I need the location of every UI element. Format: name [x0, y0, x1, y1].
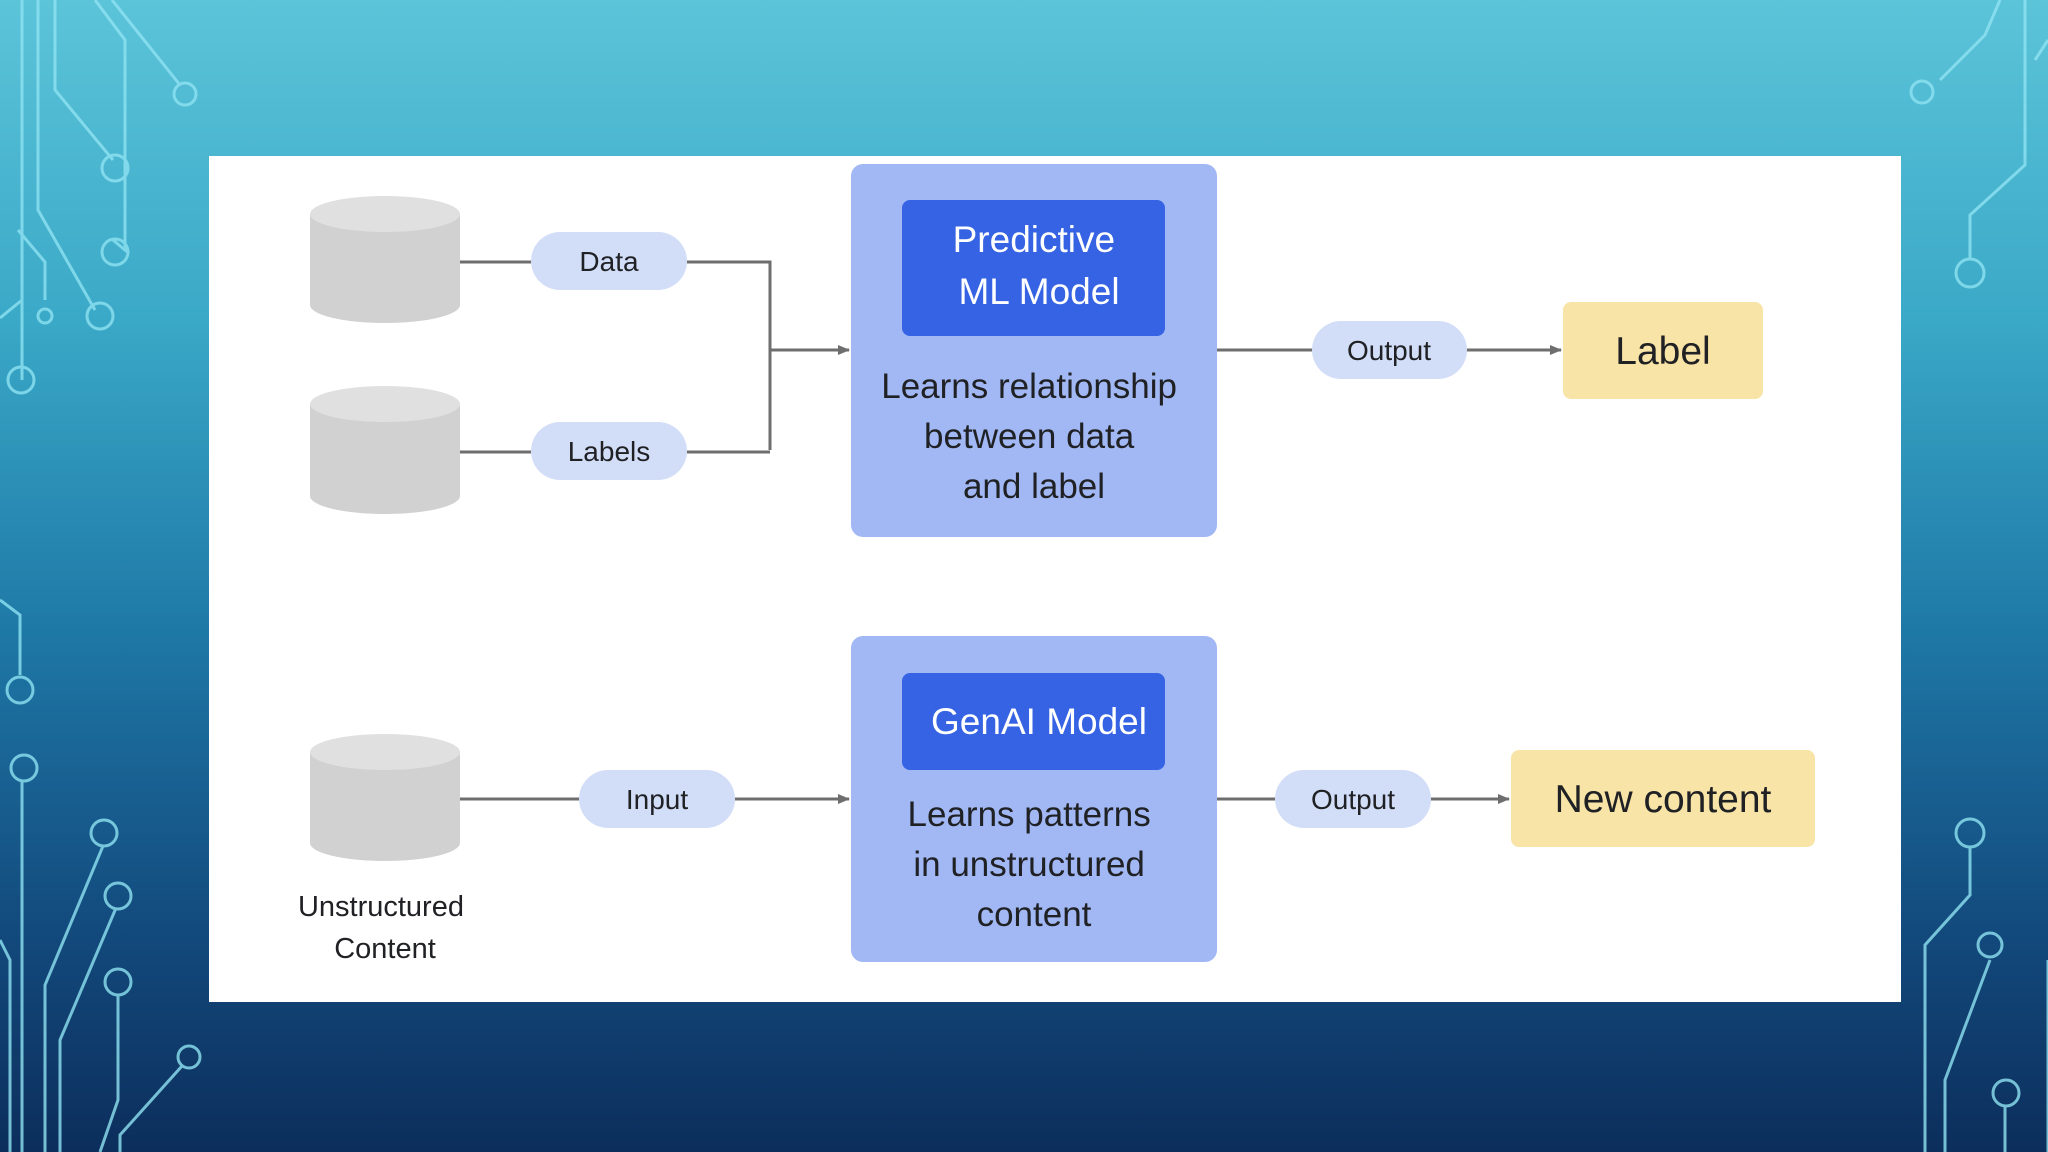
label-result-text: Label: [1615, 330, 1710, 373]
labels-pill: Labels: [531, 422, 687, 480]
predictive-ml-model-box: Predictive ML Model Learns relationship …: [851, 164, 1217, 537]
circuit-node: [5, 675, 35, 705]
connector-data-merge: [687, 260, 772, 450]
new-content-result-box: New content: [1511, 750, 1815, 847]
circuit-node: [1954, 817, 1986, 849]
ml-vs-genai-diagram: Data Labels Output Input Output Predicti…: [298, 164, 1815, 965]
bottom-output-pill-label: Output: [1311, 784, 1395, 815]
input-pill: Input: [579, 770, 735, 828]
circuit-trace: [53, 0, 115, 161]
genai-model-box: GenAI Model Learns patterns in unstructu…: [851, 636, 1217, 962]
unstructured-content-caption: Unstructured Content: [298, 891, 472, 965]
circuit-node: [176, 1044, 202, 1070]
labels-pill-label: Labels: [568, 436, 651, 467]
diagram-card: Data Labels Output Input Output Predicti…: [209, 156, 1901, 1002]
circuit-trace: [2033, 39, 2048, 61]
circuit-trace: [98, 995, 120, 1152]
circuit-node: [100, 237, 130, 267]
circuit-node: [6, 365, 36, 395]
circuit-node: [1991, 1078, 2021, 1108]
circuit-node: [1976, 931, 2004, 959]
circuit-node: [9, 753, 39, 783]
circuit-trace: [16, 229, 47, 300]
circuit-node: [36, 307, 54, 325]
circuit-node: [100, 153, 130, 183]
data-pill: Data: [531, 232, 687, 290]
database-icon-labels: [310, 386, 460, 514]
circuit-trace: [1938, 0, 2002, 82]
genai-model-title: GenAI Model: [931, 701, 1147, 742]
new-content-result-text: New content: [1555, 778, 1772, 821]
circuit-node: [89, 818, 119, 848]
circuit-trace: [43, 845, 105, 1152]
top-output-pill: Output: [1312, 321, 1467, 379]
circuit-node: [103, 967, 133, 997]
circuit-trace: [1943, 959, 1992, 1152]
circuit-node: [1954, 257, 1986, 289]
circuit-trace: [118, 1064, 184, 1152]
data-pill-label: Data: [579, 246, 639, 277]
database-icon-data: [310, 196, 460, 323]
database-icon-unstructured: [310, 734, 460, 861]
circuit-trace: [0, 298, 23, 320]
circuit-trace: [93, 0, 127, 254]
circuit-node: [172, 81, 198, 107]
circuit-trace: [1923, 848, 1972, 1152]
circuit-node: [1909, 79, 1935, 105]
predictive-model-title: Predictive ML Model: [953, 219, 1126, 312]
circuit-trace: [58, 907, 118, 1152]
circuit-trace: [0, 598, 22, 675]
circuit-node: [103, 881, 133, 911]
label-result-box: Label: [1563, 302, 1763, 399]
top-output-pill-label: Output: [1347, 335, 1431, 366]
circuit-trace: [110, 0, 182, 86]
input-pill-label: Input: [626, 784, 688, 815]
circuit-node: [85, 301, 115, 331]
circuit-trace: [36, 0, 97, 311]
predictive-model-description: Learns relationship between data and lab…: [881, 367, 1186, 506]
circuit-trace: [0, 939, 12, 1152]
circuit-trace: [1968, 0, 2027, 258]
genai-model-description: Learns patterns in unstructured content: [908, 795, 1161, 934]
bottom-output-pill: Output: [1275, 770, 1431, 828]
